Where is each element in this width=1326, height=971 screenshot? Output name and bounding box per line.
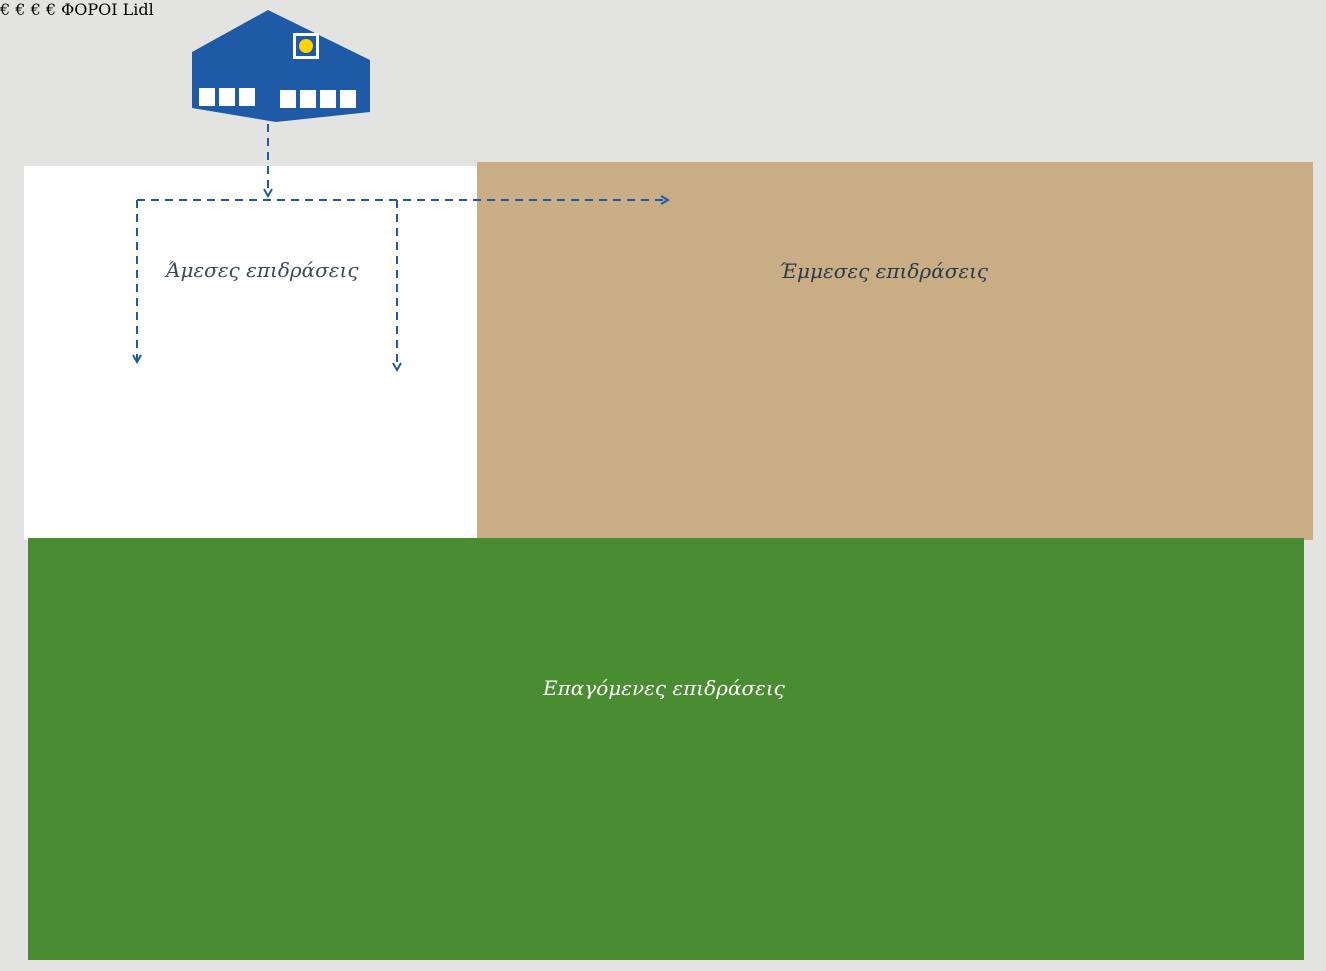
tax-tag-label: ΦΟΡΟΙ [61, 0, 118, 19]
direct-panel [24, 166, 488, 540]
store-building-icon [192, 10, 370, 122]
store-logo-text: Lidl [122, 0, 154, 19]
euro-symbol: € [30, 0, 41, 19]
euro-coin-group: € € € € [0, 0, 61, 19]
euro-symbol: € [0, 0, 11, 19]
induced-panel [28, 538, 1304, 960]
euro-symbol: € [45, 0, 57, 19]
direct-impacts-label: Άμεσες επιδράσεις [166, 258, 359, 282]
indirect-impacts-label: Έμμεσες επιδράσεις [779, 259, 989, 283]
euro-symbol: € [15, 0, 26, 19]
induced-impacts-label: Επαγόμενες επιδράσεις [543, 676, 785, 700]
indirect-panel [477, 162, 1313, 540]
